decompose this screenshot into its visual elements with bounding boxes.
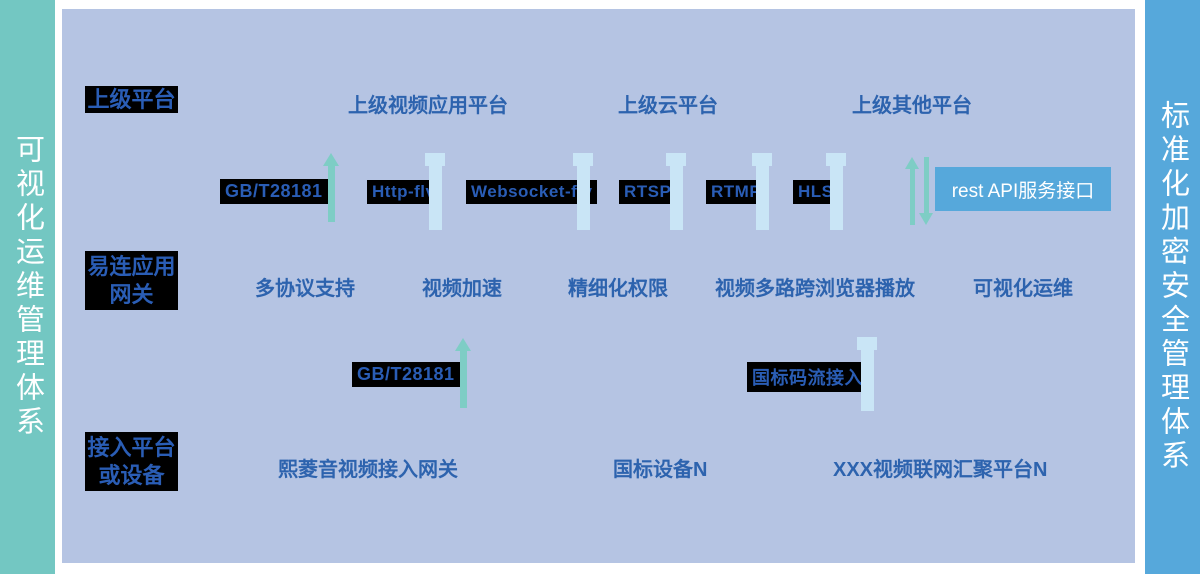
access-label-gb-device: 国标设备N <box>613 459 708 481</box>
pillar-arrow-icon <box>425 153 445 230</box>
protocol-tag-gbt28181-lower: GB/T28181 <box>352 362 460 387</box>
down-arrow-icon <box>919 157 933 225</box>
arrow-stem <box>327 166 335 222</box>
pillar-arrow-icon <box>573 153 593 230</box>
pillar-stem <box>755 166 769 230</box>
left-banner-label: 可视化运维管理体系 <box>11 134 44 440</box>
row-label-superior-platform: 上级平台 <box>85 86 178 113</box>
pillar-cap <box>573 153 593 166</box>
feature-label-visual-ops: 可视化运维 <box>973 278 1073 300</box>
pillar-cap <box>666 153 686 166</box>
pillar-stem <box>860 350 874 411</box>
pillar-stem <box>829 166 843 230</box>
pillar-stem <box>669 166 683 230</box>
protocol-tag-gbt28181: GB/T28181 <box>220 179 328 204</box>
pillar-cap <box>826 153 846 166</box>
arrow-stem <box>909 169 915 225</box>
feature-label-video-acceleration: 视频加速 <box>422 278 502 300</box>
arrow-head <box>919 213 933 225</box>
right-system-banner: 标准化加密安全管理体系 <box>1145 0 1200 574</box>
up-arrow-icon <box>905 157 919 225</box>
feature-label-multi-browser-playback: 视频多路跨浏览器播放 <box>715 278 915 300</box>
pillar-stem <box>428 166 442 230</box>
rest-api-box: rest API服务接口 <box>935 167 1111 211</box>
pillar-arrow-icon <box>666 153 686 230</box>
protocol-tag-gb-stream: 国标码流接入 <box>747 362 868 392</box>
up-arrow-icon <box>455 338 471 408</box>
protocol-tag-http-flv: Http-flv <box>367 180 441 204</box>
pillar-stem <box>576 166 590 230</box>
feature-label-multi-protocol: 多协议支持 <box>255 278 355 300</box>
arrow-head <box>323 153 339 166</box>
protocol-tag-websocket-flv: Websocket-flv <box>466 180 598 204</box>
arrow-stem <box>459 351 467 408</box>
row-label-access: 接入平台 或设备 <box>85 432 178 491</box>
main-panel <box>62 9 1135 563</box>
pillar-cap <box>425 153 445 166</box>
platform-label-cloud: 上级云平台 <box>618 95 718 117</box>
right-banner-label: 标准化加密安全管理体系 <box>1156 100 1189 474</box>
row-label-gateway: 易连应用 网关 <box>85 251 178 310</box>
arrow-stem <box>923 157 929 213</box>
up-arrow-icon <box>323 153 339 222</box>
access-label-xxx-aggregation-platform: XXX视频联网汇聚平台N <box>833 459 1048 481</box>
arrow-head <box>455 338 471 351</box>
arrow-head <box>905 157 919 169</box>
feature-label-fine-permissions: 精细化权限 <box>568 278 668 300</box>
left-system-banner: 可视化运维管理体系 <box>0 0 55 574</box>
pillar-arrow-icon <box>826 153 846 230</box>
pillar-cap <box>857 337 877 350</box>
pillar-arrow-icon <box>752 153 772 230</box>
pillar-cap <box>752 153 772 166</box>
access-label-xiling-gateway: 熙菱音视频接入网关 <box>278 459 458 481</box>
platform-label-other: 上级其他平台 <box>852 95 972 117</box>
pillar-arrow-icon <box>857 337 877 411</box>
protocol-tag-rtsp: RTSP <box>619 180 677 204</box>
platform-label-video-app: 上级视频应用平台 <box>348 95 508 117</box>
